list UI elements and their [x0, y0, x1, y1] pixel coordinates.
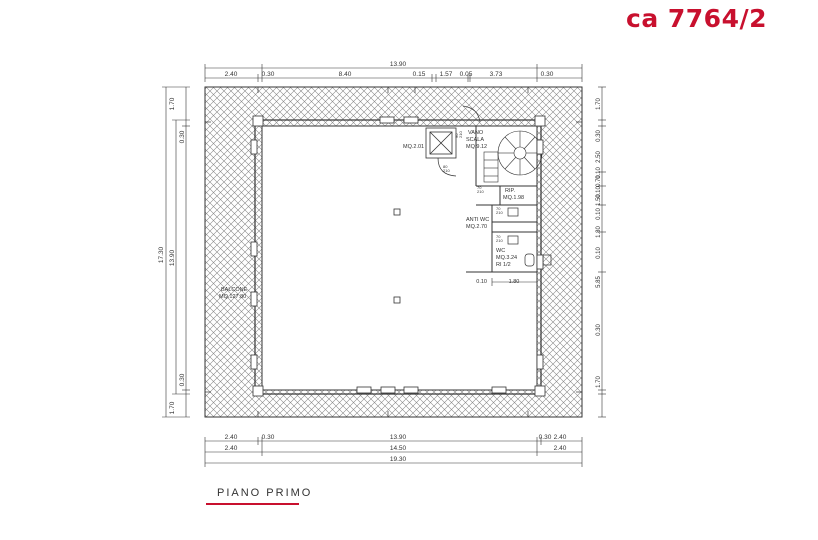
- column: [393, 296, 401, 304]
- room-label-anti-wc: ANTI WC: [466, 217, 489, 223]
- door-label: 210: [477, 189, 484, 194]
- sanitary-fixtures: [507, 207, 552, 267]
- dim-right: 0.70: [596, 175, 602, 187]
- room-area-lift: MQ.2.01: [403, 144, 424, 150]
- door-label: 210: [443, 168, 450, 173]
- dim-bottom: 0.30: [539, 434, 552, 441]
- dim-right: 1.50: [596, 194, 602, 206]
- dim-bottom: 13.90: [390, 434, 407, 441]
- room-area-anti-wc: MQ.2.70: [466, 224, 487, 230]
- dim-bottom: 2.40: [554, 434, 567, 441]
- lift-shaft: [425, 127, 457, 159]
- dim-bottom: 2.40: [225, 434, 238, 441]
- door-label: 210: [458, 131, 463, 138]
- service-block: [466, 126, 537, 273]
- dim-left: 0.30: [179, 373, 186, 386]
- reference-code: ca 7764/2: [626, 4, 767, 33]
- dim-bottom: 14.50: [390, 445, 407, 452]
- dim-right: 0.10: [596, 247, 602, 259]
- dim-top: 0.30: [262, 71, 275, 78]
- dim-right: 0.30: [596, 130, 602, 142]
- door-label: 70: [496, 234, 501, 239]
- dimension-lines: [162, 64, 606, 467]
- room-label-wc: WC: [496, 248, 505, 254]
- room-area-wc: MQ.3.24: [496, 255, 517, 261]
- door-swing: [462, 105, 481, 123]
- door-label: 210: [496, 238, 503, 243]
- dim-top: 3.73: [490, 71, 503, 78]
- dim-right: 1.70: [596, 376, 602, 388]
- door-label: 70: [496, 206, 501, 211]
- room-label-rip: RIP.: [505, 188, 515, 194]
- dim-top: 8.40: [339, 71, 352, 78]
- dim-top: 2.40: [225, 71, 238, 78]
- room-ratio-wc: RI 1/2: [496, 262, 511, 268]
- column: [393, 208, 401, 216]
- dim-top: 0.05: [460, 71, 473, 78]
- dim-left: 17.30: [158, 246, 165, 263]
- dim-right: 0.10: [596, 208, 602, 220]
- dim-bottom: 19.30: [390, 456, 407, 463]
- dim-bottom: 2.40: [225, 445, 238, 452]
- window-markers: [250, 115, 546, 397]
- dim-right: 1.80: [596, 226, 602, 238]
- room-area-vano-scala: MQ.9.12: [466, 144, 487, 150]
- door-label: 80: [443, 164, 448, 169]
- dim-right: 5.85: [596, 276, 602, 288]
- room-area-balcone: MQ.127.80: [219, 294, 246, 300]
- dim-top: 0.15: [413, 71, 426, 78]
- dim-service: 0.10: [476, 279, 487, 285]
- dim-right: 0.30: [596, 324, 602, 336]
- dim-right: 2.50: [596, 151, 602, 163]
- plan-title: PIANO PRIMO: [217, 487, 313, 499]
- dim-top: 1.57: [440, 71, 453, 78]
- room-label-vano-scala: VANO: [468, 130, 484, 136]
- dim-left: 13.90: [169, 249, 176, 266]
- door-swing: [437, 157, 457, 177]
- dim-bottom: 0.30: [262, 434, 275, 441]
- dim-service: 1.80: [509, 279, 520, 285]
- room-label-balcone: BALCONE: [221, 287, 248, 293]
- room-label-vano-scala: SCALA: [466, 137, 484, 143]
- door-label: 70: [477, 185, 482, 190]
- exterior-wall-inner: [261, 125, 538, 391]
- dim-top-total: 13.90: [390, 61, 407, 68]
- balcony-edge-ticks: [205, 87, 582, 417]
- dim-bottom: 2.40: [554, 445, 567, 452]
- door-label: 90: [454, 133, 459, 138]
- dim-right: 1.70: [596, 98, 602, 110]
- dim-left: 0.30: [179, 130, 186, 143]
- dim-top: 0.30: [541, 71, 554, 78]
- room-area-rip: MQ.1.98: [503, 195, 524, 201]
- dim-left: 1.70: [169, 97, 176, 110]
- dim-right: 0.10: [596, 186, 602, 198]
- dim-left: 1.70: [169, 401, 176, 414]
- dim-right: 0.10: [596, 167, 602, 179]
- plan-title-underline: [206, 503, 299, 505]
- door-label: 210: [496, 210, 503, 215]
- spiral-staircase: [483, 130, 543, 183]
